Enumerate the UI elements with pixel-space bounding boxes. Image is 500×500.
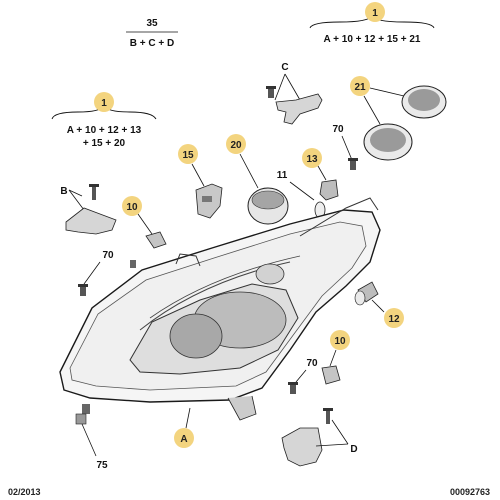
footer-date: 02/2013 — [8, 487, 41, 497]
screw-70-top: 70 — [332, 124, 358, 170]
callout-a: A — [174, 407, 194, 448]
bubble-10-bottom — [330, 330, 350, 350]
bracket-c-part: C — [266, 62, 323, 125]
label-70-top: 70 — [332, 124, 344, 135]
bubble-12-label: 12 — [388, 314, 400, 325]
group-1-left-members-line1: A + 10 + 12 + 13 — [67, 125, 142, 136]
bubble-15-label: 15 — [182, 150, 194, 161]
screw-70-left: 70 — [78, 250, 136, 296]
bubble-a — [174, 428, 194, 448]
bubble-10-bottom-label: 10 — [334, 336, 346, 347]
bubble-1-right — [365, 2, 385, 22]
label-d: D — [350, 444, 357, 455]
label-70-bottom: 70 — [306, 358, 318, 369]
bubble-12 — [384, 308, 404, 328]
part-10-bottom: 10 — [321, 330, 350, 385]
screw-70-bottom: 70 — [288, 358, 318, 394]
label-75: 75 — [96, 460, 108, 471]
footer-reference: 00092763 — [449, 487, 490, 497]
group-35-members: B + C + D — [130, 38, 174, 49]
bracket-d-part: D — [281, 408, 358, 467]
bubble-20 — [226, 134, 246, 154]
part-21-covers: 21 — [350, 76, 447, 161]
label-11: 11 — [277, 170, 288, 181]
label-70-left: 70 — [102, 250, 114, 261]
group-1-right-members: A + 10 + 12 + 15 + 21 — [324, 34, 421, 45]
bubble-15 — [178, 144, 198, 164]
group-1-left: 1 A + 10 + 12 + 13 + 15 + 20 — [51, 92, 157, 149]
bubble-10-left-label: 10 — [126, 202, 138, 213]
clip-75: 75 — [75, 413, 108, 471]
part-20-cap: 20 — [226, 134, 289, 225]
label-c: C — [281, 62, 288, 73]
bubble-10-left — [122, 196, 142, 216]
label-b: B — [60, 186, 67, 197]
bracket-b-part: B — [60, 184, 117, 235]
bubble-a-label: A — [180, 434, 187, 445]
bubble-1-right-label: 1 — [372, 8, 378, 19]
group-35-number: 35 — [146, 18, 158, 29]
part-15-module: 15 — [178, 144, 223, 219]
group-1-right: 1 A + 10 + 12 + 15 + 21 — [309, 2, 435, 45]
bubble-21 — [350, 76, 370, 96]
bubble-13-label: 13 — [306, 154, 318, 165]
bubble-13 — [302, 148, 322, 168]
group-35: 35 B + C + D — [126, 18, 178, 49]
headlamp-body — [59, 197, 381, 421]
bubble-21-label: 21 — [354, 82, 366, 93]
part-13-bulb: 13 — [302, 148, 339, 201]
bubble-1-left-label: 1 — [101, 98, 107, 109]
part-10-left: 10 — [122, 196, 167, 249]
group-1-left-members-line2: + 15 + 20 — [83, 138, 126, 149]
bubble-20-label: 20 — [230, 140, 242, 151]
part-12-bulb: 12 — [354, 281, 404, 328]
bubble-1-left — [94, 92, 114, 112]
